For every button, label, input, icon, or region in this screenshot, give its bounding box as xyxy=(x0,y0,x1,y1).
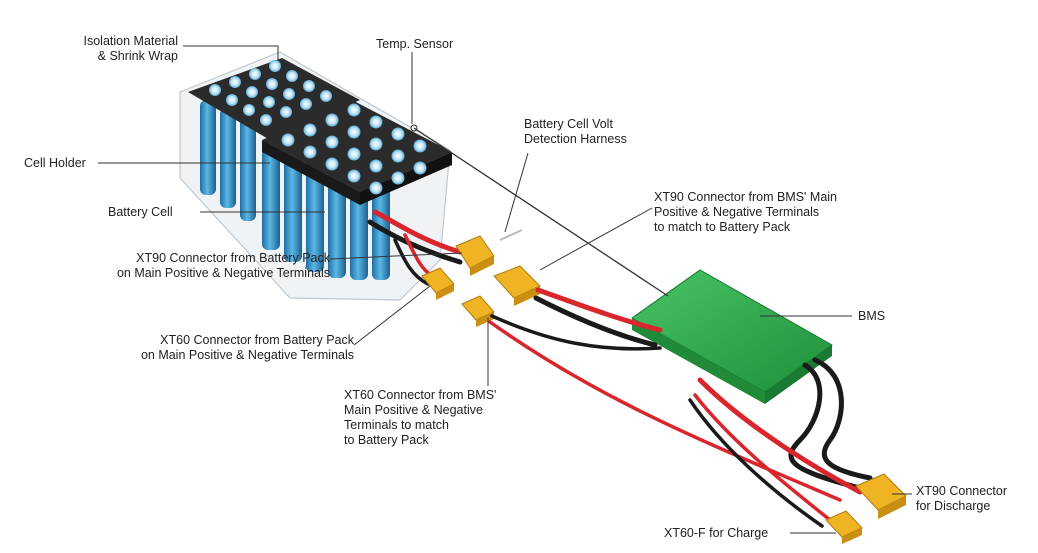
battery-pack xyxy=(179,51,452,301)
label-xt60-pack: XT60 Connector from Battery Pack on Main… xyxy=(140,333,354,362)
cell-holder xyxy=(262,100,452,192)
xt60-pack-connector xyxy=(421,267,455,300)
battery-cells xyxy=(200,100,390,280)
label-xt90-discharge: XT90 Connector for Discharge xyxy=(916,484,1008,513)
label-bms: BMS xyxy=(858,309,886,323)
label-temp-sensor: Temp. Sensor xyxy=(376,37,454,51)
label-xt60f-charge: XT60-F for Charge xyxy=(664,526,769,540)
label-cell-holder: Cell Holder xyxy=(24,156,86,170)
label-isolation-material: Isolation Material & Shrink Wrap xyxy=(83,34,179,63)
xt90-pack-connector xyxy=(455,235,495,276)
bms-board xyxy=(631,269,833,404)
temp-sensor-wire xyxy=(413,127,669,297)
label-xt90-pack: XT90 Connector from Battery Pack on Main… xyxy=(116,251,330,280)
label-xt90-bms: XT90 Connector from BMS' Main Positive &… xyxy=(654,190,838,234)
xt90-bms-connector xyxy=(493,265,541,306)
leader-lines xyxy=(98,45,912,534)
label-battery-cell: Battery Cell xyxy=(108,205,173,219)
xt60-bms-connector xyxy=(461,295,495,327)
xt90-discharge-connector xyxy=(855,473,907,519)
label-volt-detection-harness: Battery Cell Volt Detection Harness xyxy=(524,117,627,146)
volt-harness xyxy=(499,229,523,241)
label-xt60-bms: XT60 Connector from BMS' Main Positive &… xyxy=(344,388,497,447)
bms-output-wires xyxy=(688,357,873,528)
cell-tops xyxy=(209,60,427,195)
bms-input-wires xyxy=(488,287,842,502)
xt60f-charge-connector xyxy=(825,510,863,544)
